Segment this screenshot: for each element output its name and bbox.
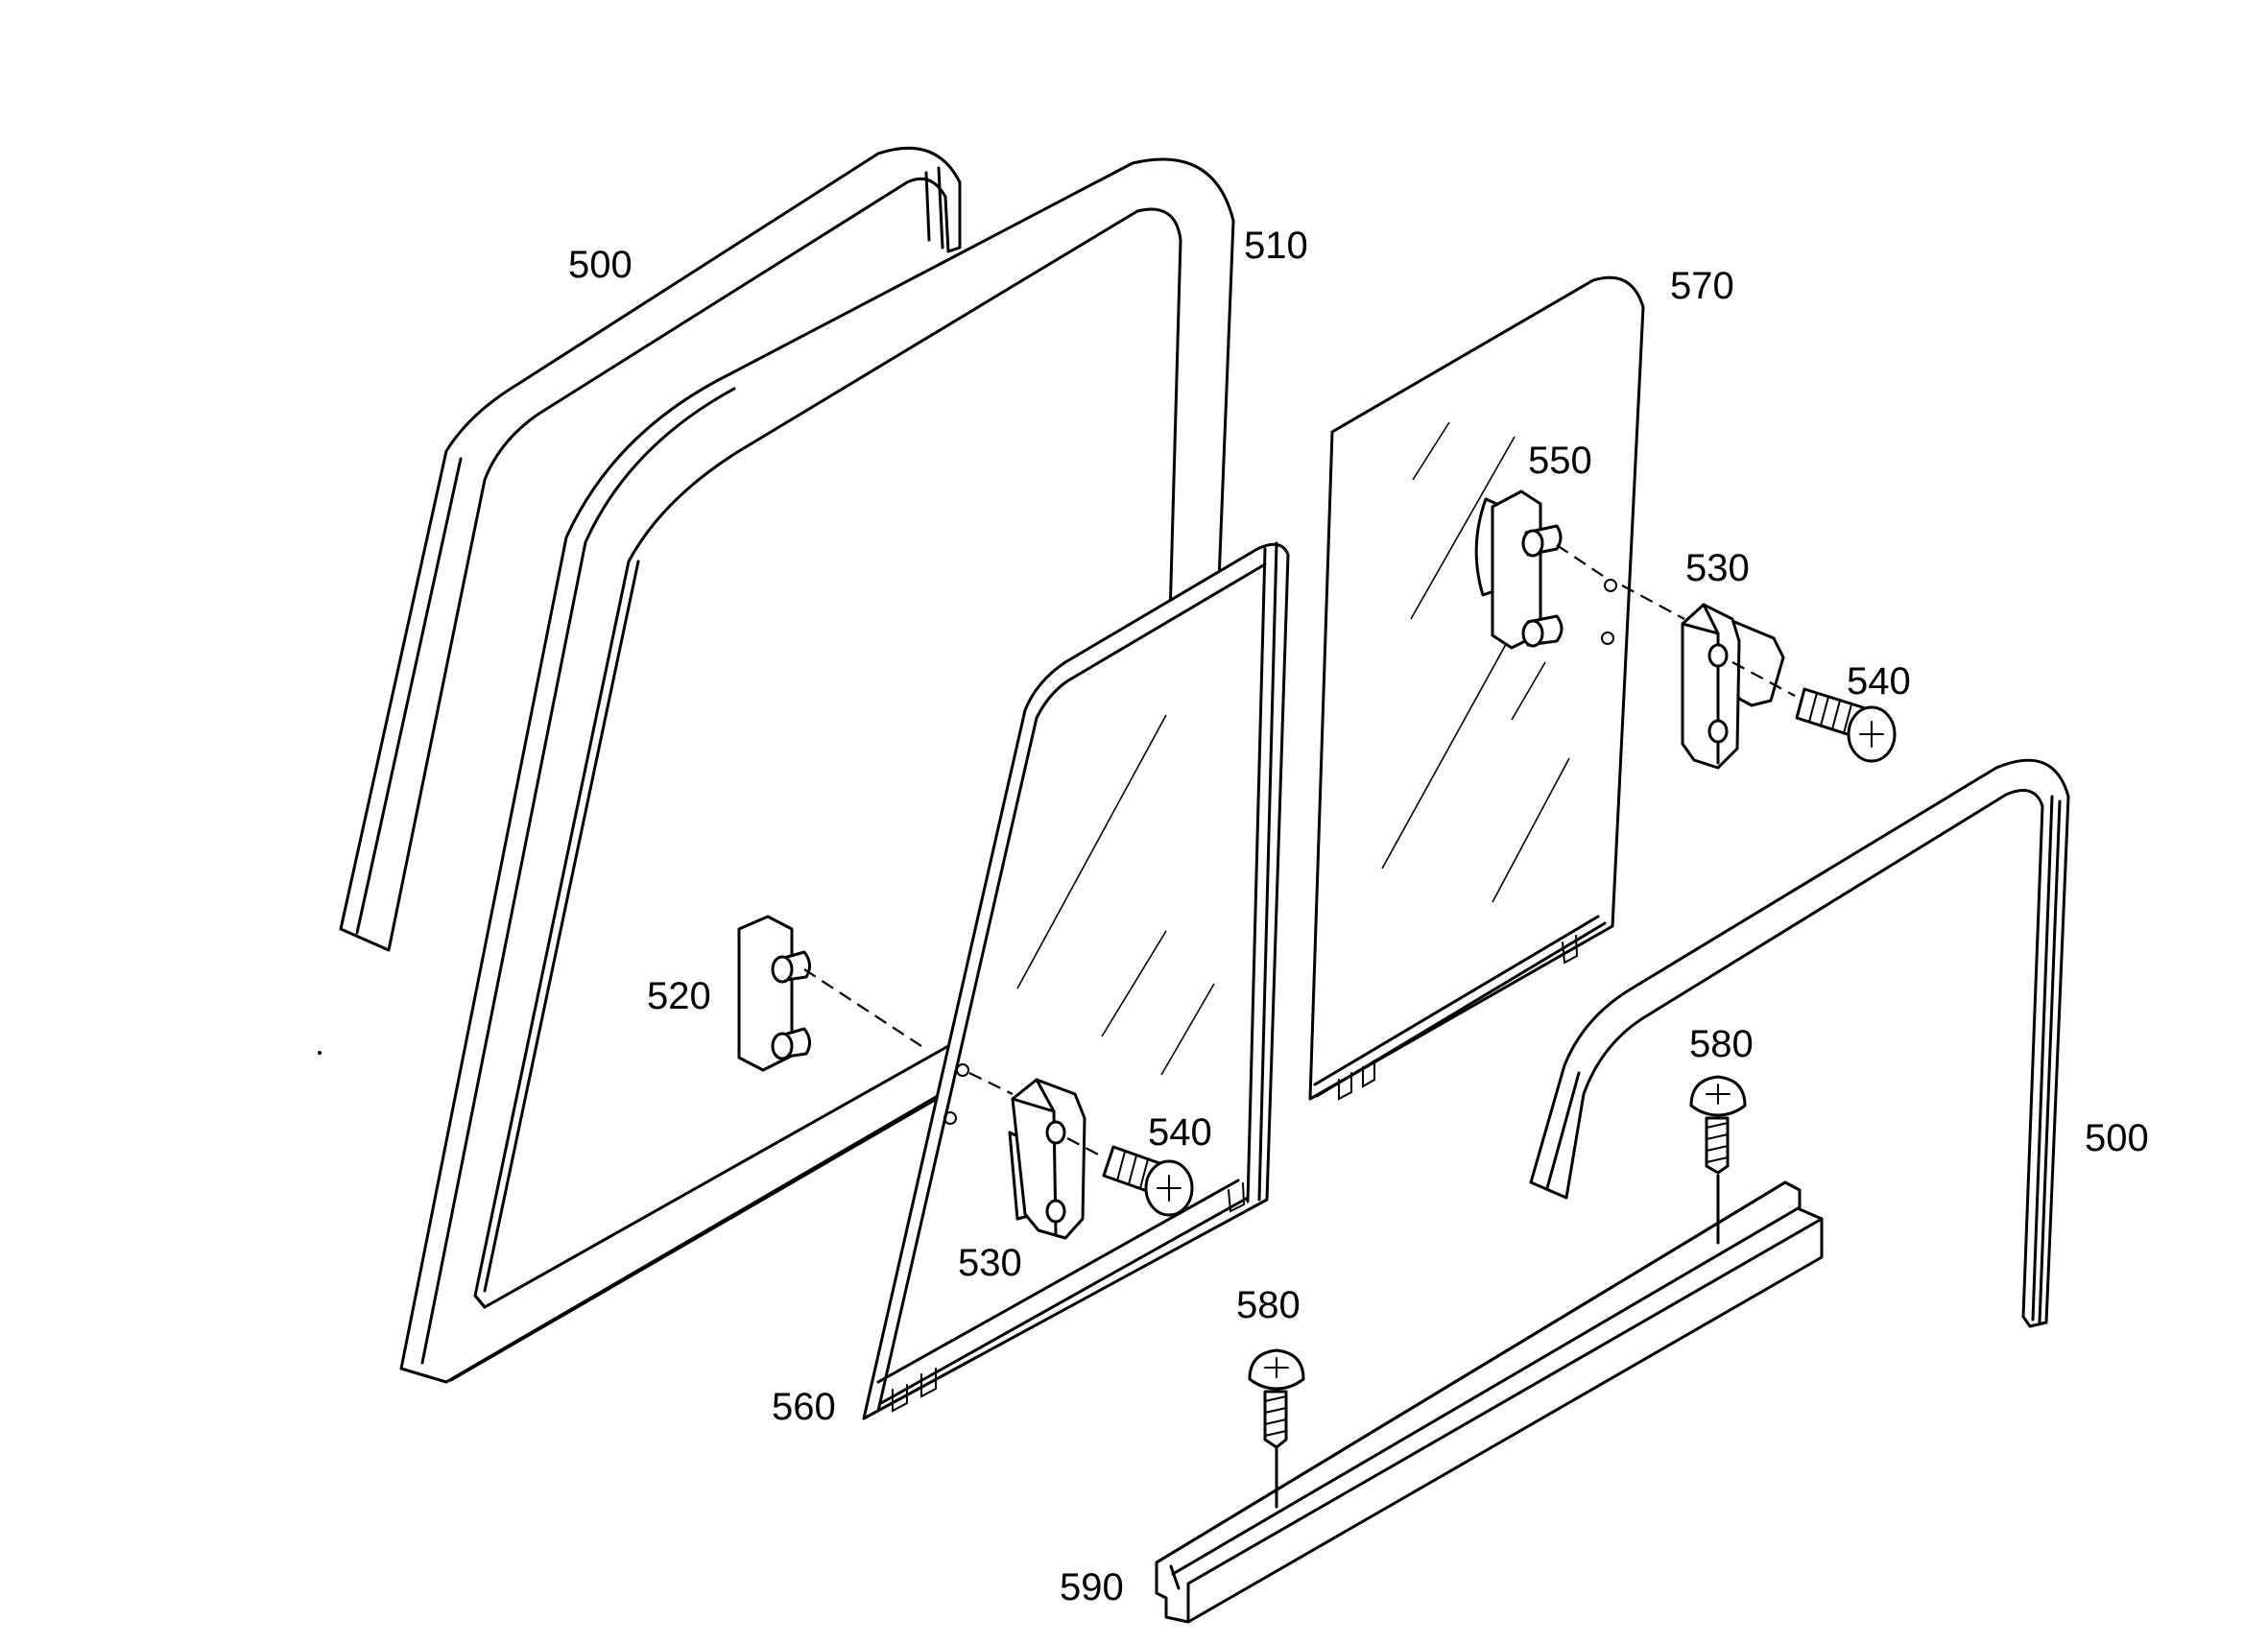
part-540-screw-right — [1795, 687, 1897, 763]
callout-500-right: 500 — [2085, 1117, 2149, 1159]
part-530-latch-left — [968, 1072, 1105, 1240]
part-520-hinge-plate — [737, 915, 922, 1072]
callout-570: 570 — [1670, 265, 1734, 307]
part-540-screw-left — [1102, 1145, 1194, 1217]
callout-560: 560 — [772, 1386, 836, 1428]
part-530-latch-right — [1621, 584, 1796, 770]
callout-500-left: 500 — [568, 244, 633, 286]
part-550-catch-plate — [1474, 489, 1604, 650]
part-510-window-frame — [399, 157, 1235, 1384]
stray-dot — [318, 1051, 322, 1055]
part-500-seal-right — [1529, 758, 2070, 1328]
part-580-screw-top — [1689, 1075, 1747, 1245]
callout-580-top: 580 — [1689, 1023, 1754, 1065]
callout-520: 520 — [647, 975, 711, 1017]
callout-540-right: 540 — [1847, 660, 1911, 703]
callout-530-right: 530 — [1685, 547, 1750, 589]
callout-540-left: 540 — [1148, 1111, 1212, 1154]
part-500-seal-left — [339, 146, 962, 952]
part-590-bottom-rail — [1155, 1180, 1824, 1624]
part-580-screw-bottom — [1248, 1348, 1305, 1509]
callout-590: 590 — [1060, 1566, 1124, 1608]
callout-530-left: 530 — [958, 1242, 1022, 1284]
callout-550: 550 — [1528, 440, 1592, 482]
part-570-large-glass — [1308, 275, 1645, 1101]
callout-580-bottom: 580 — [1236, 1284, 1301, 1326]
callout-510: 510 — [1244, 225, 1308, 267]
